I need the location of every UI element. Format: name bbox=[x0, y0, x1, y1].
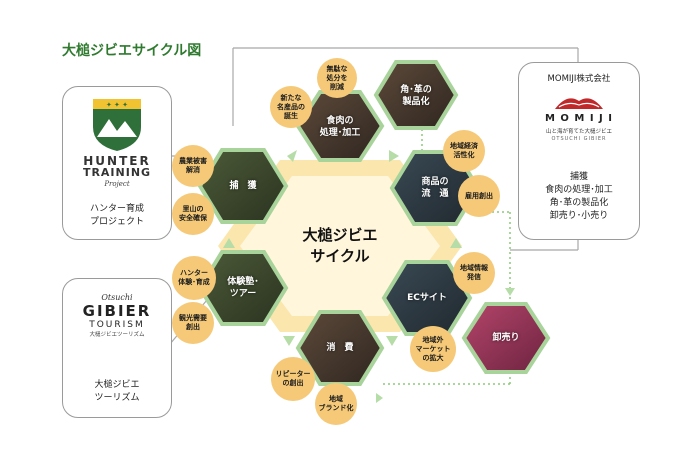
bubble-tourism-demand: 観光需要創出 bbox=[172, 302, 214, 344]
bubble-brand: 地域ブランド化 bbox=[315, 383, 357, 425]
hunter-training-caption: ハンター育成 プロジェクト bbox=[63, 203, 171, 229]
hunter-logo-line1: HUNTER bbox=[83, 154, 151, 168]
hex-label-capture: 捕 獲 bbox=[229, 181, 257, 191]
center-label-line1: 大槌ジビエ bbox=[302, 226, 378, 244]
bubble-text: 無駄な bbox=[326, 64, 348, 73]
bubble-reduce-waste: 無駄な処分を削減 bbox=[317, 58, 357, 98]
bubble-new-specialty: 新たな名産品の誕生 bbox=[270, 86, 312, 128]
bubble-regional-economy: 地域経済活性化 bbox=[443, 130, 485, 172]
tourism-caption-line1: 大槌ジビエ bbox=[94, 380, 140, 390]
card-gibier-tourism: Otsuchi GIBIER TOURISM 大槌ジビエツーリズム 大槌ジビエ … bbox=[62, 278, 172, 418]
bubble-text: 名産品の bbox=[277, 102, 305, 111]
hex-label-tour-line2: ツアー bbox=[229, 289, 257, 299]
hex-label-meat-line2: 処理･加工 bbox=[319, 128, 361, 138]
bubble-agri-damage: 農業被害解消 bbox=[172, 145, 214, 187]
hex-consume bbox=[295, 310, 385, 386]
bubble-text: 創出 bbox=[186, 323, 200, 331]
tourism-logo-line2: GIBIER bbox=[82, 302, 152, 320]
bubble-text: 解消 bbox=[186, 166, 200, 174]
hex-wholesale bbox=[461, 302, 551, 374]
hunter-training-emblem-icon: ✦ ✦ ✦ bbox=[93, 99, 141, 151]
center-label: 大槌ジビエ サイクル bbox=[290, 225, 390, 267]
tourism-caption-line2: ツーリズム bbox=[94, 393, 140, 403]
bubble-text: 活性化 bbox=[453, 151, 475, 159]
bubble-text: 体験･育成 bbox=[178, 278, 210, 286]
tourism-logo-line4: 大槌ジビエツーリズム bbox=[89, 332, 145, 338]
hex-leather bbox=[373, 60, 459, 130]
bubble-text: マーケット bbox=[415, 344, 451, 353]
bubble-text: の拡大 bbox=[422, 353, 444, 362]
bubble-info: 地域情報発信 bbox=[453, 252, 495, 294]
hex-label-distribution-line1: 商品の bbox=[421, 177, 449, 187]
bubble-satoyama-safety: 里山の安全確保 bbox=[172, 193, 214, 235]
bubble-text: の創出 bbox=[282, 379, 304, 387]
bubble-text: 誕生 bbox=[284, 111, 298, 120]
momiji-mountain-logo-icon bbox=[555, 98, 603, 109]
bubble-market: 地域外マーケットの拡大 bbox=[410, 326, 456, 372]
hex-label-tour-line1: 体験塾･ bbox=[227, 277, 259, 287]
hex-capture bbox=[197, 148, 289, 224]
bubble-text: 里山の bbox=[182, 205, 204, 213]
bubble-text: 農業被害 bbox=[179, 157, 207, 165]
tourism-logo-line1: Otsuchi bbox=[101, 293, 133, 302]
flow-arrows bbox=[223, 150, 515, 403]
card-momiji: MOMIJI株式会社 M O M I J I 山と海が育てた大槌ジビエ OTSU… bbox=[518, 62, 640, 240]
momiji-logo-tagline: 山と海が育てた大槌ジビエ bbox=[545, 129, 612, 135]
hex-label-leather: 角･革の 製品化 bbox=[376, 84, 456, 108]
bubble-text: 雇用創出 bbox=[465, 191, 493, 200]
center-label-line2: サイクル bbox=[310, 247, 370, 265]
bubble-text: リピーター bbox=[275, 370, 311, 378]
bubble-text: 安全確保 bbox=[179, 214, 207, 222]
card-hunter-training: ✦ ✦ ✦ HUNTER TRAINING Project ハンター育成 プロジ… bbox=[62, 86, 172, 240]
gibier-tourism-logo: Otsuchi GIBIER TOURISM 大槌ジビエツーリズム bbox=[63, 293, 171, 340]
page-title: 大槌ジビエサイクル図 bbox=[62, 43, 202, 59]
hunter-caption-line2: プロジェクト bbox=[89, 217, 144, 227]
bubble-text: 地域経済 bbox=[450, 142, 478, 150]
bubble-text: 発信 bbox=[467, 273, 481, 281]
momiji-logo-text: M O M I J I bbox=[545, 113, 613, 124]
hex-label-distribution: 商品の 流 通 bbox=[392, 176, 478, 200]
momiji-item: 卸売り･小売り bbox=[549, 211, 609, 221]
hex-label-leather-line1: 角･革の bbox=[400, 85, 432, 95]
svg-text:✦ ✦ ✦: ✦ ✦ ✦ bbox=[106, 101, 128, 109]
hex-label-leather-line2: 製品化 bbox=[402, 97, 430, 107]
hex-label-consume: 消 費 bbox=[326, 343, 354, 353]
bubble-text: 新たな bbox=[280, 93, 302, 102]
momiji-item: 角･革の製品化 bbox=[549, 198, 609, 208]
momiji-company-name: MOMIJI株式会社 bbox=[547, 74, 611, 84]
bubble-text: ブランド化 bbox=[318, 404, 354, 412]
gibier-tourism-caption: 大槌ジビエ ツーリズム bbox=[63, 379, 171, 405]
bubble-text: 観光需要 bbox=[179, 314, 207, 322]
hunter-logo-line3: Project bbox=[104, 180, 130, 188]
hex-label-distribution-line2: 流 通 bbox=[421, 189, 449, 199]
hex-label-tour: 体験塾･ ツアー bbox=[200, 276, 286, 300]
tourism-logo-line3: TOURISM bbox=[89, 320, 145, 330]
bubble-text: 地域 bbox=[329, 395, 343, 403]
hunter-logo-line2: TRAINING bbox=[82, 166, 152, 179]
hex-label-meat: 食肉の 処理･加工 bbox=[298, 115, 382, 139]
bubble-text: 地域情報 bbox=[460, 264, 488, 272]
momiji-logo-sub: OTSUCHI GIBIER bbox=[551, 136, 607, 142]
bubble-text: 削減 bbox=[330, 82, 344, 91]
momiji-item: 捕獲 bbox=[569, 172, 588, 182]
hunter-training-logo-text: HUNTER TRAINING Project bbox=[63, 155, 171, 189]
hex-label-meat-line1: 食肉の bbox=[326, 116, 354, 126]
momiji-item: 食肉の処理･加工 bbox=[545, 185, 613, 195]
hex-label-wholesale: 卸売り bbox=[492, 333, 520, 343]
bubble-repeater: リピーターの創出 bbox=[271, 357, 315, 401]
center-hexagon-inner bbox=[240, 176, 440, 316]
bubble-text: 処分を bbox=[326, 73, 348, 82]
bubble-hunter-experience: ハンター体験･育成 bbox=[172, 256, 216, 300]
bubble-jobs: 雇用創出 bbox=[458, 175, 500, 217]
hex-label-ec: ECサイト bbox=[407, 293, 447, 303]
bubble-text: ハンター bbox=[180, 269, 208, 277]
momiji-business-list: 捕獲 食肉の処理･加工 角･革の製品化 卸売り･小売り bbox=[519, 171, 639, 223]
bubble-text: 地域外 bbox=[422, 335, 444, 344]
hunter-caption-line1: ハンター育成 bbox=[89, 204, 144, 214]
